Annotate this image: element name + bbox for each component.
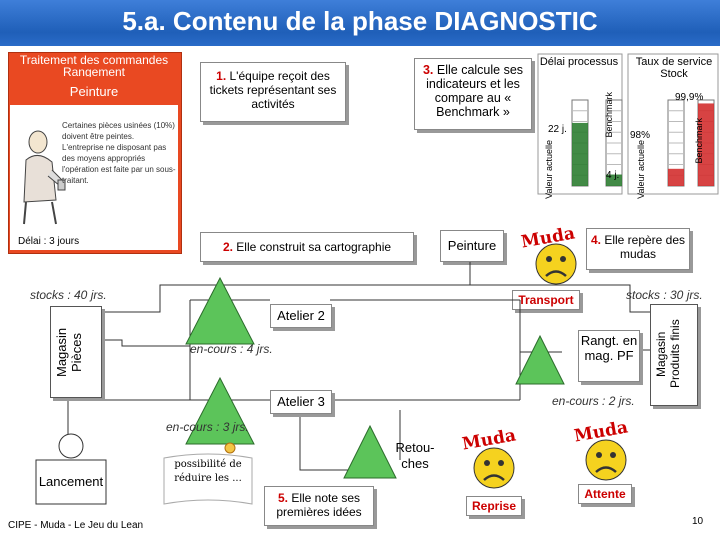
bar-1-0: [668, 168, 684, 186]
wip-3-label: en-cours : 3 jrs.: [166, 420, 249, 434]
stock-triangle-atelier3: [185, 376, 255, 445]
step-3-callout: 3. Elle calcule ses indicateurs et les c…: [414, 58, 532, 130]
step-1-text: L'équipe reçoit des tickets représentant…: [209, 69, 337, 111]
store-finished-goods: [650, 304, 698, 406]
page-number: 10: [692, 516, 704, 527]
step-2-text: Elle construit sa cartographie: [236, 240, 392, 254]
delay-chart-title: Délai processus: [539, 56, 619, 68]
delay-value-benchmark: 4 j.: [606, 170, 620, 181]
painter-illustration: [23, 130, 66, 225]
ticket-line-orders: Traitement des commandes: [19, 54, 169, 66]
process-atelier-2: Atelier 2: [270, 304, 332, 328]
process-atelier-3: Atelier 3: [270, 390, 332, 414]
process-retouches: Retou-ches: [395, 440, 435, 471]
step-5-number: 5.: [277, 491, 288, 505]
step-3-number: 3.: [422, 63, 434, 77]
muda-sign-waiting: [585, 439, 627, 481]
indicator-charts: [537, 53, 719, 195]
stock-triangle-rangt: [515, 334, 565, 385]
ticket-delay: Délai : 3 jours: [18, 236, 80, 247]
stock-triangle-retouches: [343, 424, 397, 479]
bar-0-1: [606, 174, 622, 186]
step-4-number: 4.: [590, 233, 601, 247]
store-parts-label: Magasin Pièces: [54, 327, 84, 377]
ticket-line-storage: Rangement: [62, 66, 126, 77]
muda-label-waiting: Attente: [578, 484, 632, 504]
stocks-40-label: stocks : 40 jrs.: [30, 288, 107, 302]
step-3-text: Elle calcule ses indicateurs et les comp…: [426, 63, 524, 119]
service-value-actual: 98%: [630, 130, 651, 141]
stocks-30-label: stocks : 30 jrs.: [626, 288, 703, 302]
store-finished-goods-label: Magasin Produits finis: [654, 319, 682, 389]
ticket-line-painting: Peinture: [69, 84, 119, 99]
step-2-number: 2.: [222, 240, 233, 254]
stock-triangle-atelier2: [185, 276, 255, 345]
step-4-text: Elle repère des mudas: [604, 233, 686, 261]
step-1-callout: 1. L'équipe reçoit des tickets représent…: [200, 62, 346, 122]
step-2-callout: 2. Elle construit sa cartographie: [200, 232, 414, 262]
bar-1-1: [698, 103, 714, 186]
launch-label: Lancement: [38, 474, 104, 489]
idea-text: possibilité de réduire les ...: [174, 459, 242, 484]
title-bar: [0, 0, 720, 46]
footer-source: CIPE - Muda - Le Jeu du Lean: [8, 520, 144, 531]
step-5-callout: 5. Elle note ses premières idées: [264, 486, 374, 526]
delay-value-actual: 22 j.: [548, 124, 567, 135]
launch-icon: [35, 433, 107, 505]
muda-sign-transport: [535, 243, 577, 285]
bar-0-0: [572, 122, 588, 186]
idea-note: [163, 442, 253, 505]
step-5-text: Elle note ses premières idées: [276, 491, 362, 519]
wip-2-label: en-cours : 2 jrs.: [552, 394, 635, 408]
process-rangement: Rangt. en mag. PF: [578, 330, 640, 382]
store-parts: [50, 306, 102, 398]
service-value-benchmark: 99,9%: [675, 92, 704, 103]
step-1-number: 1.: [216, 69, 227, 83]
ticket-note: Certaines pièces usinées (10%) doivent ê…: [62, 121, 176, 185]
step-4-callout: 4. Elle repère des mudas: [586, 228, 690, 270]
muda-sign-rework: [473, 447, 515, 489]
wip-4-label: en-cours : 4 jrs.: [190, 342, 273, 356]
service-chart-title: Taux de service Stock: [635, 56, 713, 80]
muda-label-rework: Reprise: [466, 496, 522, 516]
muda-label-transport: Transport: [512, 290, 580, 310]
process-peinture: Peinture: [440, 230, 504, 262]
page-title: 5.a. Contenu de la phase DIAGNOSTIC: [122, 6, 598, 36]
